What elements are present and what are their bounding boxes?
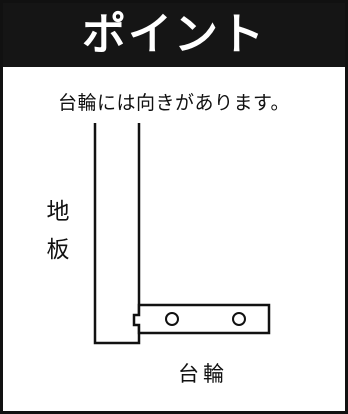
board-label-char-1: 地 xyxy=(46,199,70,225)
board-base-diagram xyxy=(93,123,271,345)
caption-text: 台輪には向きがあります。 xyxy=(57,92,291,114)
header-bar: ポイント xyxy=(3,3,345,67)
board-outline xyxy=(93,123,141,345)
board-label: 地 板 xyxy=(43,193,73,269)
header-title: ポイント xyxy=(82,9,266,60)
base-outline xyxy=(132,303,271,335)
board-label-char-2: 板 xyxy=(46,237,70,263)
base-label: 台輪 xyxy=(178,362,228,386)
base-hole-left xyxy=(165,312,179,326)
base-hole-right xyxy=(232,312,246,326)
